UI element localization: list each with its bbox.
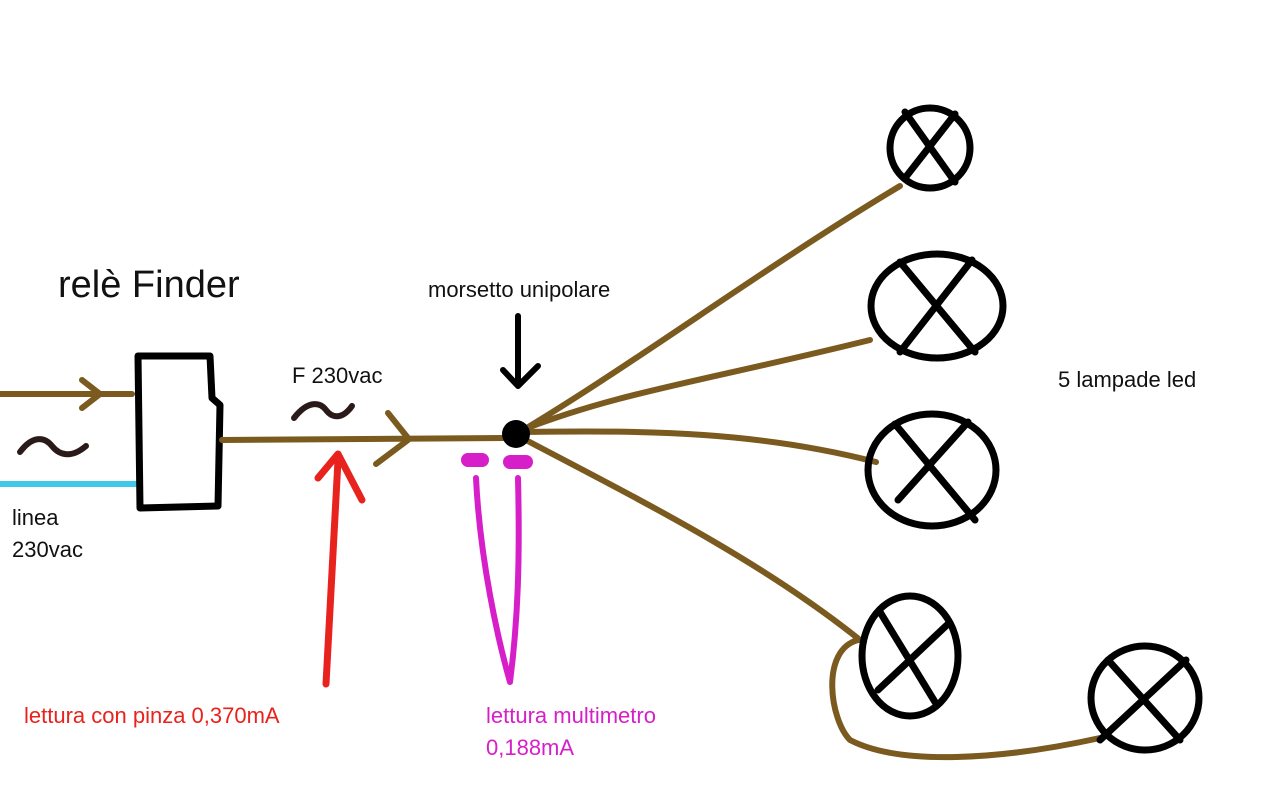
ac-symbol-phase-icon [291,401,355,421]
line-label-2: 230vac [12,537,83,562]
lamp-2-icon [867,250,1007,362]
clamp-arrow [322,456,342,688]
clamp-reading-label: lettura con pinza 0,370mA [24,703,280,728]
terminal-label: morsetto unipolare [428,277,611,302]
line-label-1: linea [12,505,59,530]
lamp-1-icon [886,104,974,192]
ac-symbol-left-icon [17,436,89,458]
branch-wire-2 [519,337,873,433]
branch-wire-4 [519,435,863,643]
lamp-5-icon [1087,642,1203,754]
terminal-pointer-head [500,363,541,389]
phase-arrow-bottom [373,437,411,467]
relay-box [134,352,224,512]
meter-probe-leads [473,475,522,685]
branch-wire-1 [517,183,903,435]
incoming-arrow [79,377,103,411]
lamps-label: 5 lampade led [1058,367,1197,392]
relay-label: relè Finder [58,264,240,306]
branch-wire-3 [521,428,879,465]
phase-wire [219,435,508,443]
phase-arrow-top [385,410,411,441]
meter-reading-label-1: lettura multimetro [486,703,656,728]
lamp-4-icon [858,592,962,720]
branch-wire-5 [829,637,1103,761]
terminal-dot [502,420,530,448]
clamp-arrow-head [314,450,366,504]
meter-reading-label-2: 0,188mA [486,735,575,760]
phase-label: F 230vac [292,363,383,388]
lamp-3-icon [864,410,1000,530]
